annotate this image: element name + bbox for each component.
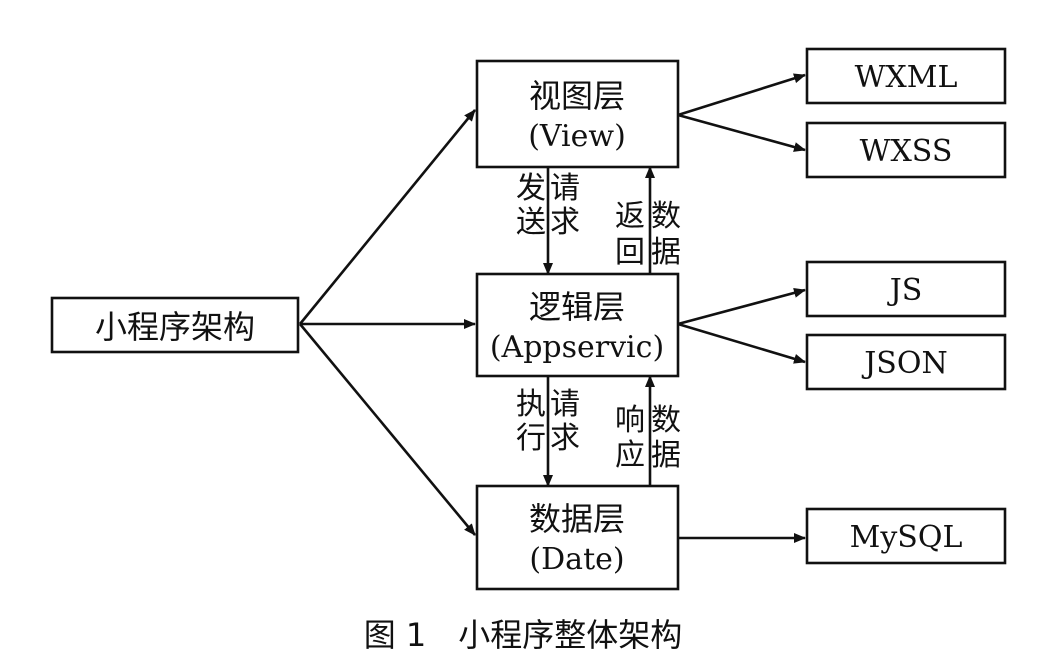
svg-text:请: 请 — [550, 171, 580, 206]
svg-text:行: 行 — [516, 421, 546, 456]
edge-view-wxss — [677, 113, 806, 152]
figure-caption: 图 1 小程序整体架构 — [364, 616, 683, 654]
execute-request-label: 执 行 请 求 — [516, 387, 580, 456]
edge-root-data — [298, 323, 477, 536]
svg-text:应: 应 — [615, 438, 645, 473]
svg-text:求: 求 — [550, 421, 580, 456]
wxml-label: WXML — [855, 60, 958, 95]
view-label-zh: 视图层 — [529, 77, 625, 115]
mysql-box — [805, 507, 1007, 565]
logic-label-zh: 逻辑层 — [529, 288, 625, 326]
edge-logic-json — [677, 322, 806, 364]
json-label: JSON — [861, 346, 947, 381]
wxss-label: WXSS — [860, 134, 953, 169]
js-label: JS — [887, 273, 923, 308]
svg-text:数: 数 — [651, 403, 681, 438]
view-label-en: (View) — [528, 119, 626, 154]
data-box — [475, 484, 680, 591]
root-box — [50, 296, 300, 354]
js-box — [805, 260, 1007, 318]
svg-text:回: 回 — [615, 235, 645, 270]
json-box — [805, 333, 1007, 391]
svg-text:数: 数 — [651, 199, 681, 234]
svg-text:送: 送 — [516, 205, 546, 240]
svg-text:返: 返 — [615, 199, 645, 234]
svg-text:据: 据 — [651, 235, 681, 270]
edge-logic-js — [677, 288, 806, 326]
response-data-label: 响 应 数 据 — [615, 403, 681, 473]
return-data-label: 返 回 数 据 — [615, 199, 681, 270]
svg-text:请: 请 — [550, 387, 580, 422]
svg-text:据: 据 — [651, 438, 681, 473]
data-label-en: (Date) — [529, 542, 624, 577]
svg-text:发: 发 — [516, 171, 546, 206]
svg-text:响: 响 — [615, 403, 645, 438]
view-box — [475, 59, 680, 169]
edge-root-view — [298, 109, 477, 325]
logic-label-en: (Appservic) — [490, 330, 664, 365]
wxss-box — [805, 121, 1007, 179]
wxml-box — [805, 47, 1007, 105]
data-label-zh: 数据层 — [529, 500, 625, 538]
edge-view-wxml — [677, 73, 806, 117]
root-label: 小程序架构 — [95, 308, 255, 346]
svg-text:执: 执 — [516, 387, 546, 422]
svg-text:求: 求 — [550, 205, 580, 240]
mysql-label: MySQL — [850, 520, 963, 555]
logic-box — [475, 272, 680, 378]
send-request-label: 发 送 请 求 — [516, 171, 580, 240]
